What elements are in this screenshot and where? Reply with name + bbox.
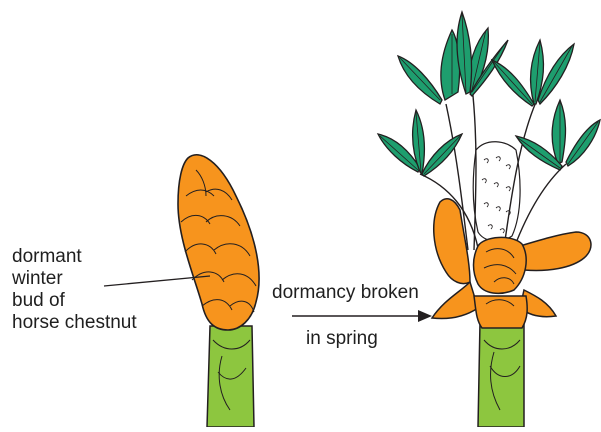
arrow-label-line-2: in spring	[306, 328, 378, 350]
dormant-bud-stem	[207, 326, 254, 427]
bud-label-line-4: horse chestnut	[12, 312, 137, 334]
bud-label-line-2: winter	[12, 268, 63, 290]
dormant-bud	[178, 155, 259, 330]
bud-label-line-1: dormant	[12, 246, 82, 268]
bud-label-line-3: bud of	[12, 290, 65, 312]
opened-bud-stem	[478, 322, 524, 427]
arrow-label-line-1: dormancy broken	[272, 282, 419, 304]
arrow-right-icon	[292, 310, 432, 322]
